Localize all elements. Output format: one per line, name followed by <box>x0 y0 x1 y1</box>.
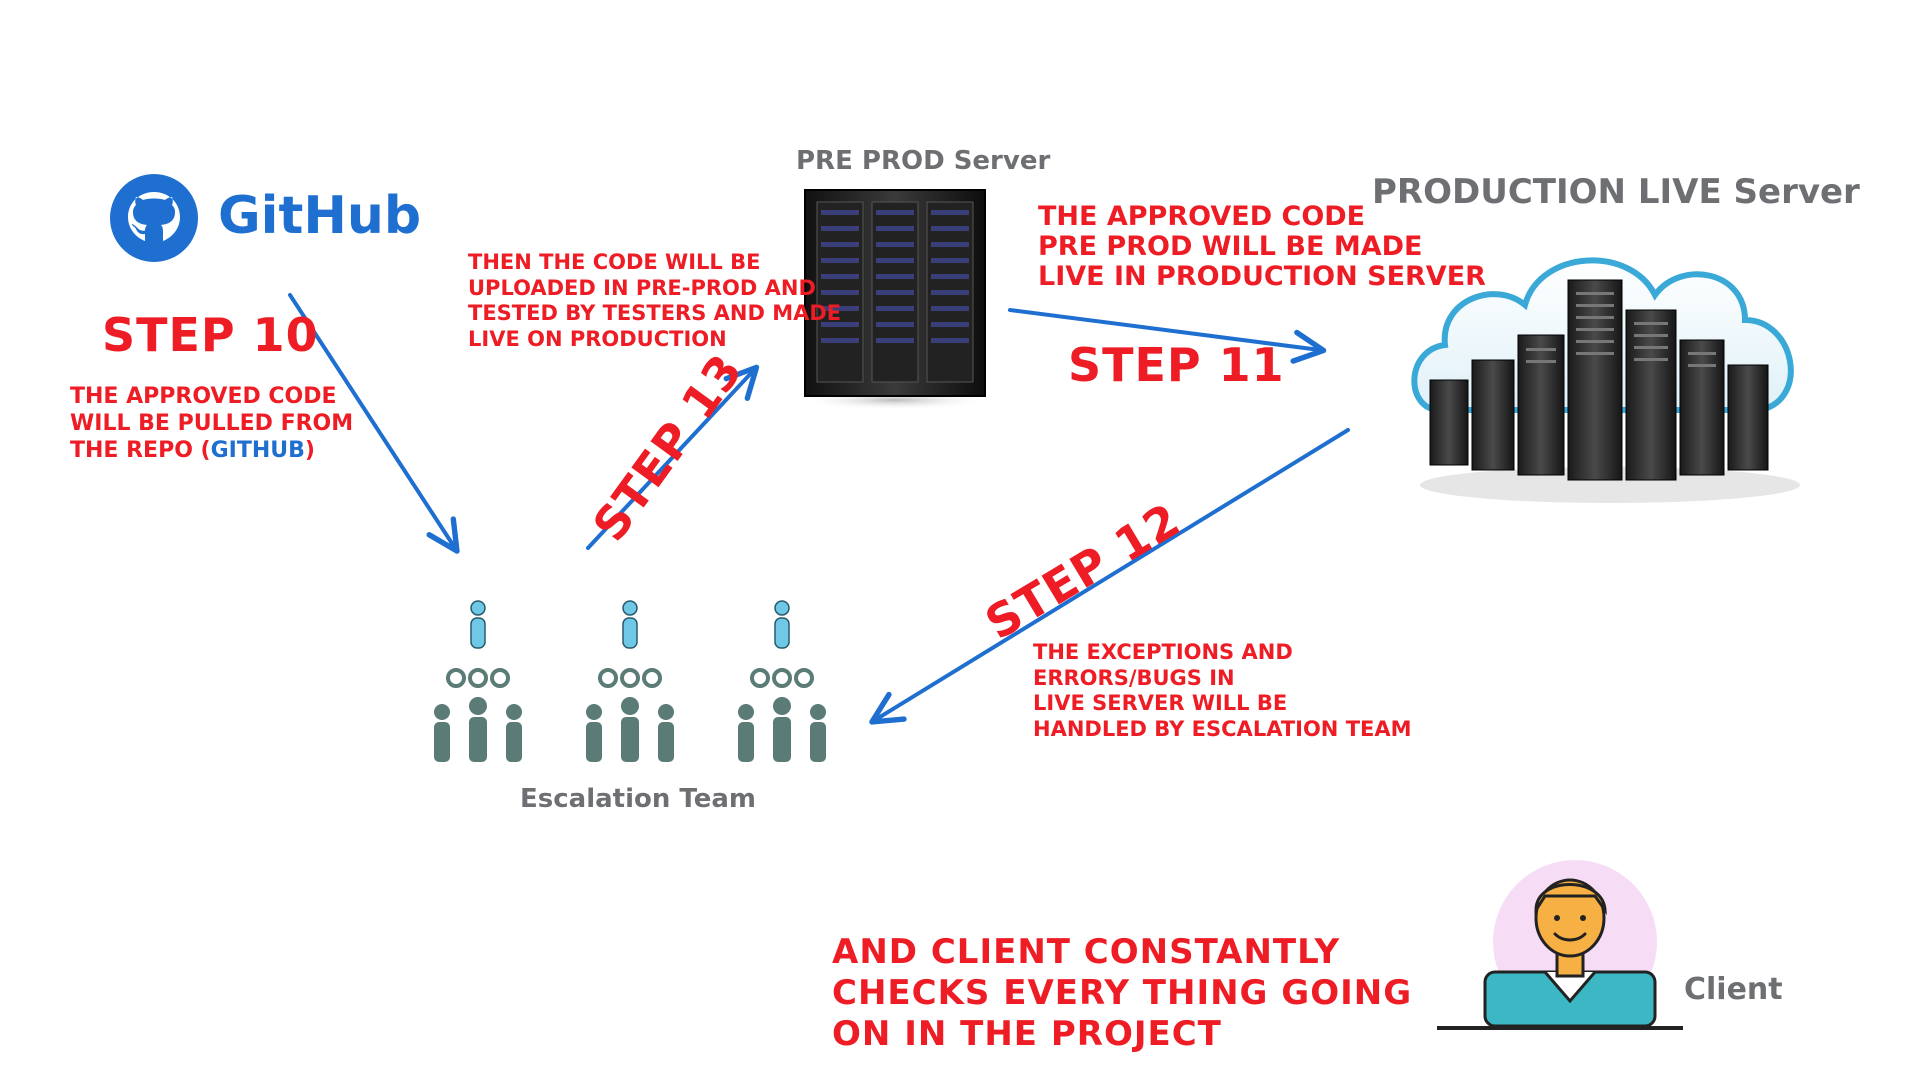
step-10-desc-prefix: THE REPO ( <box>70 437 211 463</box>
arrow-step-10 <box>288 293 460 554</box>
step-10-description-line-2: WILL BE PULLED FROM <box>70 410 354 436</box>
step-10-desc-suffix: ) <box>304 437 315 463</box>
step-13-description: THEN THE CODE WILL BE UPLOADED IN PRE-PR… <box>468 250 841 352</box>
step-12-description-line-4: HANDLED BY ESCALATION TEAM <box>1033 716 1412 741</box>
client-title: Client <box>1684 972 1783 1007</box>
github-logo: GitHub <box>108 172 421 264</box>
client-note-line-2: CHECKS EVERY THING GOING <box>832 972 1413 1013</box>
step-13-description-line-2: UPLOADED IN PRE-PROD AND <box>468 275 816 300</box>
step-10-description-line-3: THE REPO (GITHUB) <box>70 438 353 465</box>
step-12-description-line-2: ERRORS/BUGS IN <box>1033 665 1235 690</box>
step-10-description: THE APPROVED CODE WILL BE PULLED FROM TH… <box>70 384 353 464</box>
step-11-label: STEP 11 <box>1068 338 1285 392</box>
step-12-description: THE EXCEPTIONS AND ERRORS/BUGS IN LIVE S… <box>1033 640 1412 742</box>
github-octocat-icon <box>110 174 198 262</box>
arrow-step-13 <box>586 364 760 550</box>
step-11-description: THE APPROVED CODE PRE PROD WILL BE MADE … <box>1038 201 1486 293</box>
escalation-team-title: Escalation Team <box>520 784 756 814</box>
client-note-line-3: ON IN THE PROJECT <box>832 1013 1222 1054</box>
client-person-icon <box>1437 860 1683 1030</box>
step-13-description-line-4: LIVE ON PRODUCTION <box>468 326 727 351</box>
step-10-label: STEP 10 <box>102 308 319 362</box>
arrow-step-11 <box>1008 308 1327 364</box>
server-rack-icon <box>799 189 991 410</box>
cloud-server-icon <box>1411 257 1800 503</box>
github-brand-label: GitHub <box>218 186 422 246</box>
client-note: AND CLIENT CONSTANTLY CHECKS EVERY THING… <box>832 932 1412 1054</box>
step-11-description-line-2: PRE PROD WILL BE MADE <box>1038 231 1423 263</box>
team-gears-icon <box>434 599 828 764</box>
arrow-step-12 <box>869 428 1350 725</box>
step-10-description-line-1: THE APPROVED CODE <box>70 384 337 409</box>
step-13-description-line-1: THEN THE CODE WILL BE <box>468 250 761 274</box>
step-11-description-line-1: THE APPROVED CODE <box>1038 201 1366 232</box>
production-server-title: PRODUCTION LIVE Server <box>1372 172 1860 212</box>
step-12-description-line-1: THE EXCEPTIONS AND <box>1033 640 1293 664</box>
step-11-description-line-3: LIVE IN PRODUCTION SERVER <box>1038 261 1486 293</box>
step-13-description-line-3: TESTED BY TESTERS AND MADE <box>468 301 842 326</box>
github-repo-link[interactable]: GITHUB <box>210 437 305 463</box>
client-note-line-1: AND CLIENT CONSTANTLY <box>832 932 1341 972</box>
step-12-description-line-3: LIVE SERVER WILL BE <box>1033 691 1288 716</box>
pre-prod-server-title: PRE PROD Server <box>796 146 1051 176</box>
